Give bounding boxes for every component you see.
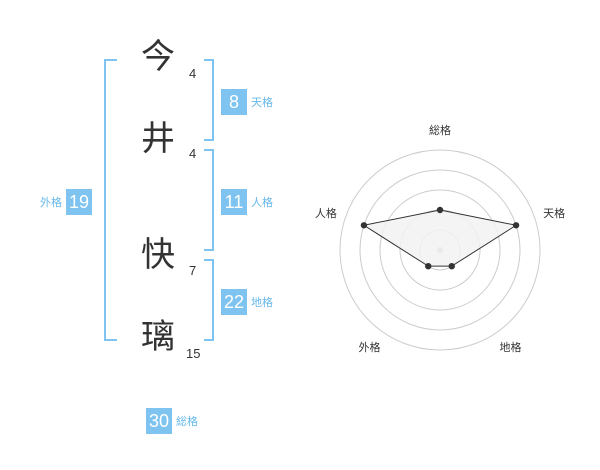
radar-point-4	[425, 262, 432, 270]
gaikaku-badge: 外格 19	[40, 189, 92, 215]
radar-point-2	[512, 222, 520, 229]
chikaku-value: 22	[221, 289, 247, 315]
radar-axis-label-4: 外格	[358, 340, 380, 354]
soukaku-label: 総格	[176, 415, 198, 428]
stroke-count-1: 4	[189, 66, 197, 81]
soukaku-value: 30	[146, 408, 172, 434]
radar-axis-label-1: 総格	[429, 123, 451, 137]
radar-ring	[379, 189, 501, 311]
radar-axis-label-2: 天格	[543, 206, 565, 220]
tenkaku-label: 天格	[251, 96, 273, 109]
jinkaku-label: 人格	[251, 196, 273, 209]
radar-axis-label-5: 人格	[315, 206, 337, 220]
radar-point-3	[448, 262, 455, 270]
jinkaku-badge: 11 人格	[221, 189, 273, 215]
chikaku-label: 地格	[251, 296, 273, 309]
radar-ring	[339, 149, 541, 351]
jinkaku-value: 11	[221, 189, 247, 215]
gaikaku-label: 外格	[40, 196, 62, 209]
name-char-4: 璃	[141, 317, 175, 357]
name-char-3: 快	[141, 235, 175, 275]
stroke-count-3: 7	[189, 263, 197, 278]
stroke-count-2: 4	[189, 146, 197, 161]
radar-polygon	[362, 209, 518, 267]
chikaku-badge: 22 地格	[221, 289, 273, 315]
stroke-count-4: 15	[186, 346, 201, 361]
name-char-2: 井	[141, 119, 175, 159]
gaikaku-value: 19	[66, 189, 92, 215]
chikaku-bracket	[204, 259, 214, 341]
radar-ring	[359, 169, 521, 331]
radar-point-5	[360, 222, 368, 229]
radar-axis-label-3: 地格	[500, 340, 522, 354]
tenkaku-value: 8	[221, 89, 247, 115]
jinkaku-bracket	[204, 149, 214, 251]
tenkaku-badge: 8 天格	[221, 89, 273, 115]
gaikaku-bracket	[104, 59, 117, 341]
tenkaku-bracket	[204, 59, 214, 141]
soukaku-badge: 30 総格	[146, 408, 198, 434]
radar-point-1	[436, 206, 444, 214]
name-char-1: 今	[141, 37, 175, 77]
